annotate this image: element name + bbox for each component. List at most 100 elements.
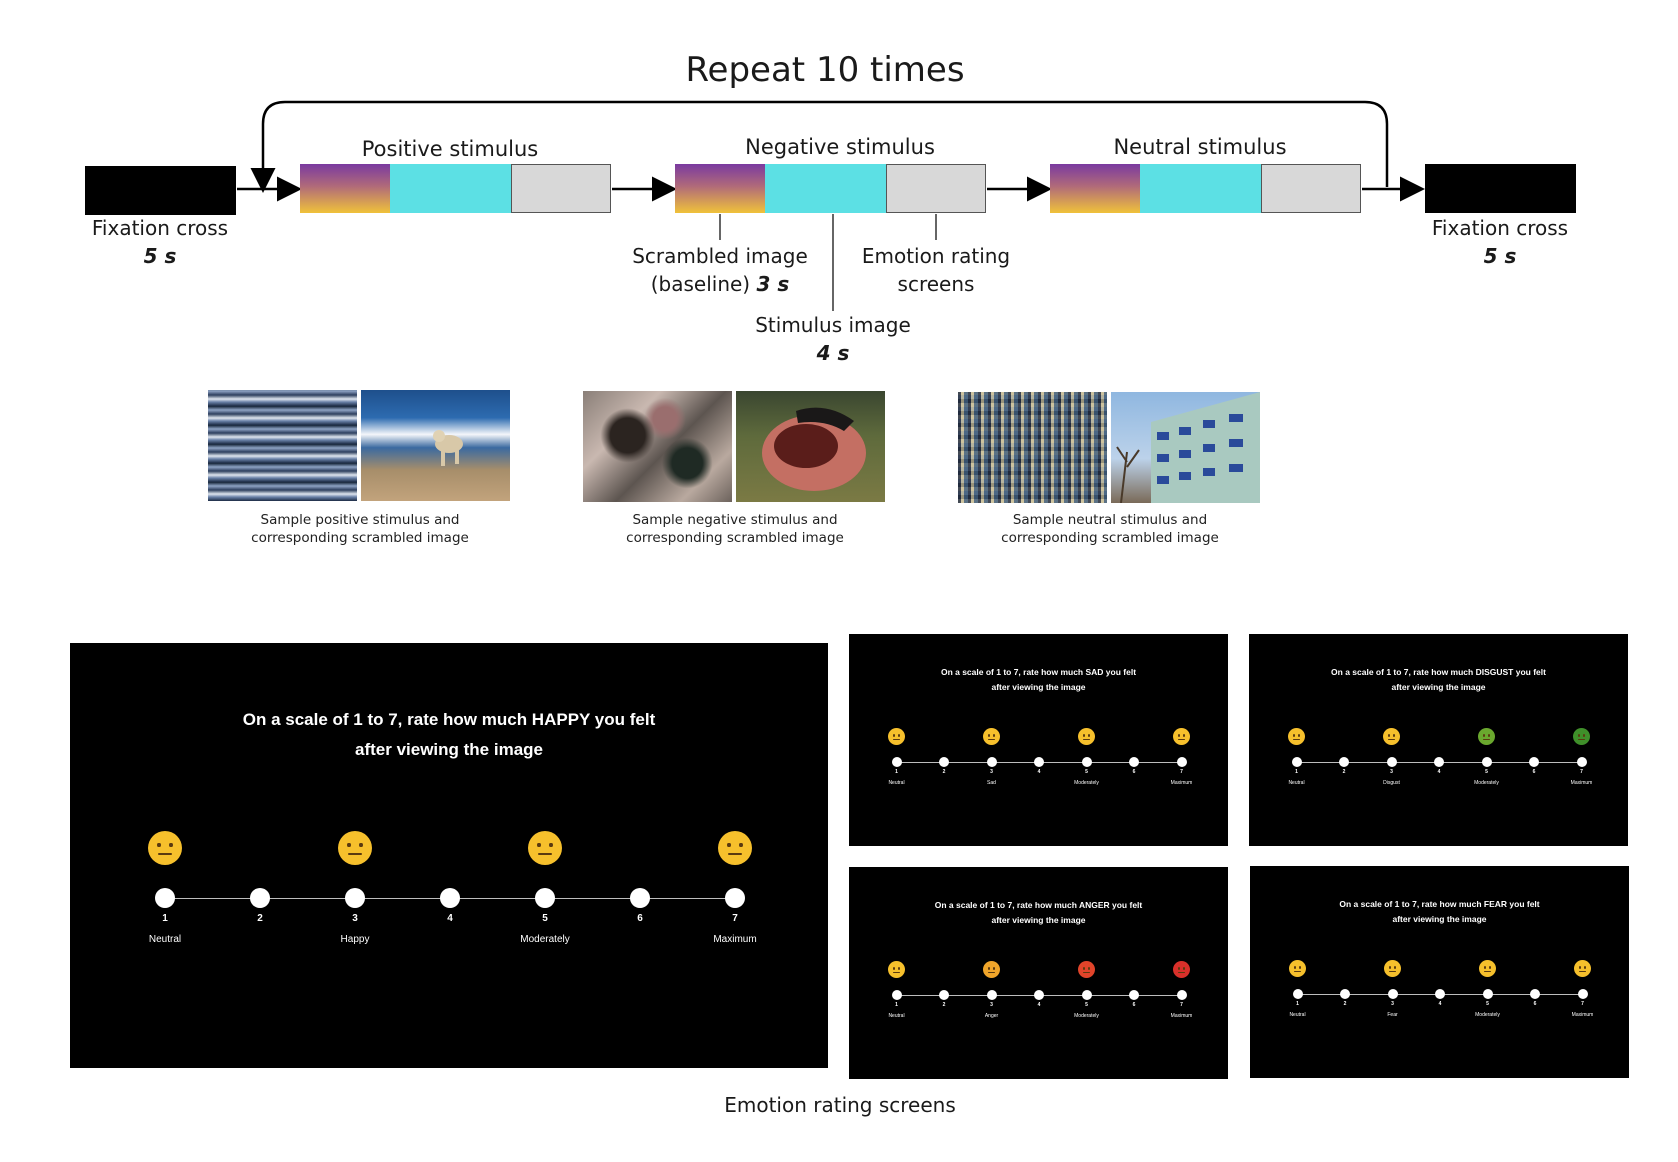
rating-option-5[interactable] — [1482, 988, 1493, 999]
rating-number-4: 4 — [447, 913, 453, 924]
emoji-eye — [1489, 965, 1492, 969]
rating-option-6[interactable] — [1129, 756, 1139, 767]
fixation-end-label: Fixation cross — [1431, 216, 1569, 240]
neutral-scrambled-image — [958, 392, 1107, 503]
fixation-cross-end — [1425, 164, 1576, 213]
rating-anchor-label: Moderately — [1475, 1011, 1500, 1018]
emoji-eye — [1387, 733, 1390, 737]
emoji-eye — [993, 733, 996, 737]
rating-number-2: 2 — [1342, 769, 1346, 775]
rating-option-4[interactable] — [440, 888, 460, 908]
rating-number-4: 4 — [1438, 1001, 1442, 1007]
face-emoji-icon — [1289, 960, 1306, 977]
face-emoji-icon — [1573, 728, 1590, 745]
rating-number-2: 2 — [1343, 1001, 1347, 1007]
emoji-eye — [898, 733, 901, 737]
rating-option-4[interactable] — [1034, 756, 1044, 767]
fixation-end-duration: 5 s — [1483, 244, 1517, 268]
rating-anchor-label: Moderately — [1074, 779, 1099, 786]
rating-question-line1: On a scale of 1 to 7, rate how much ANGE… — [934, 900, 1143, 910]
rating-option-1[interactable] — [891, 989, 902, 1000]
rating-option-2[interactable] — [1340, 988, 1350, 999]
rating-anchor-label: Neutral — [1289, 1011, 1306, 1018]
rating-option-6[interactable] — [630, 888, 650, 908]
rating-number-5: 5 — [1085, 769, 1088, 775]
rating-option-5[interactable] — [1081, 989, 1092, 1000]
rating-option-7[interactable] — [1576, 756, 1587, 767]
rating-screen-2: On a scale of 1 to 7, rate how much SAD … — [849, 634, 1228, 846]
rating-option-1[interactable] — [155, 888, 175, 908]
rating-option-3[interactable] — [345, 888, 365, 908]
rating-number-3: 3 — [1391, 1001, 1394, 1007]
rating-number-5: 5 — [1486, 1001, 1489, 1007]
negative-caption-line2: corresponding scrambled image — [626, 530, 844, 546]
rating-option-3[interactable] — [986, 989, 997, 1000]
emoji-eye — [1578, 965, 1581, 969]
negative-stimulus-label: Negative stimulus — [745, 135, 935, 159]
emoji-eye — [1298, 733, 1301, 737]
positive-sample-caption: Sample positive stimulus and correspondi… — [210, 511, 510, 547]
emoji-eye — [987, 733, 990, 737]
rating-option-5[interactable] — [535, 888, 555, 908]
rating-number-6: 6 — [1132, 769, 1136, 775]
face-emoji-icon — [983, 961, 1000, 978]
emoji-eye — [1293, 965, 1296, 969]
emoji-eye — [157, 842, 161, 848]
rating-option-1[interactable] — [891, 756, 902, 767]
emoji-eye — [892, 733, 895, 737]
rating-option-4[interactable] — [1435, 988, 1445, 999]
rating-number-1: 1 — [895, 1002, 898, 1008]
rating-option-1[interactable] — [1292, 988, 1303, 999]
rating-option-4[interactable] — [1034, 989, 1044, 1000]
rating-option-7[interactable] — [1176, 989, 1187, 1000]
emoji-mouth — [1294, 971, 1301, 973]
rating-option-4[interactable] — [1434, 756, 1444, 767]
neutral-sample-caption: Sample neutral stimulus and correspondin… — [960, 511, 1260, 547]
rating-option-2[interactable] — [939, 989, 949, 1000]
rating-anchor-label: Neutral — [148, 934, 182, 945]
emoji-eye — [1583, 733, 1586, 737]
negative-caption-line1: Sample negative stimulus and — [632, 512, 838, 528]
emoji-eye — [1482, 733, 1485, 737]
rating-option-3[interactable] — [1387, 988, 1398, 999]
rating-option-2[interactable] — [939, 756, 949, 767]
negative-rating-segment — [886, 164, 986, 213]
emoji-eye — [1088, 966, 1091, 970]
rating-option-6[interactable] — [1529, 756, 1539, 767]
rating-option-5[interactable] — [1081, 756, 1092, 767]
rating-number-2: 2 — [257, 913, 263, 924]
rating-option-2[interactable] — [250, 888, 270, 908]
rating-option-3[interactable] — [986, 756, 997, 767]
emoji-eye — [1488, 733, 1491, 737]
rating-number-3: 3 — [990, 1002, 993, 1008]
rating-question-line2: after viewing the image — [355, 740, 543, 759]
rating-option-6[interactable] — [1129, 989, 1139, 1000]
face-emoji-icon — [528, 831, 562, 865]
rating-question: On a scale of 1 to 7, rate how much ANGE… — [849, 898, 1228, 928]
rating-option-2[interactable] — [1339, 756, 1349, 767]
rating-number-7: 7 — [1581, 1001, 1584, 1007]
face-emoji-icon — [1078, 728, 1095, 745]
emoji-eye — [1577, 733, 1580, 737]
rating-option-7[interactable] — [725, 888, 745, 908]
rating-option-6[interactable] — [1530, 988, 1540, 999]
emoji-eye — [1292, 733, 1295, 737]
rating-option-5[interactable] — [1481, 756, 1492, 767]
rating-option-7[interactable] — [1577, 988, 1588, 999]
emoji-mouth — [1178, 739, 1185, 741]
scrambled-baseline-text: (baseline) — [650, 272, 751, 296]
emoji-mouth — [1388, 739, 1395, 741]
rating-anchor-label: Maximum — [1570, 779, 1593, 786]
positive-rating-segment — [511, 164, 611, 213]
rating-number-2: 2 — [942, 1002, 946, 1008]
emoji-mouth — [538, 853, 552, 855]
rating-question-line1: On a scale of 1 to 7, rate how much FEAR… — [1339, 899, 1540, 909]
rating-number-3: 3 — [1390, 769, 1393, 775]
face-emoji-icon — [148, 831, 182, 865]
rating-option-7[interactable] — [1176, 756, 1187, 767]
rating-question-line1: On a scale of 1 to 7, rate how much SAD … — [940, 667, 1137, 677]
rating-question: On a scale of 1 to 7, rate how much FEAR… — [1250, 897, 1629, 927]
rating-option-3[interactable] — [1386, 756, 1397, 767]
rating-option-1[interactable] — [1291, 756, 1302, 767]
emoji-mouth — [893, 739, 900, 741]
